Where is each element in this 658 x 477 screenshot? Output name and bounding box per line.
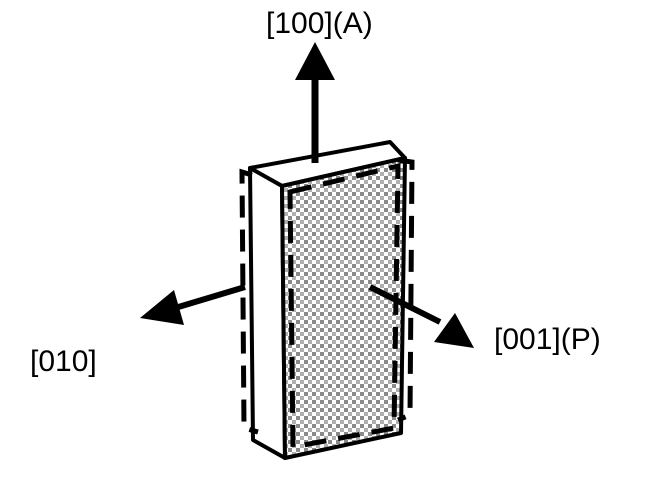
label-axis-100: [100](A) (266, 7, 373, 40)
arrow-001-head (434, 313, 474, 348)
slab-side-face (248, 166, 287, 460)
label-axis-010: [010] (30, 345, 97, 378)
label-axis-001: [001](P) (494, 323, 601, 356)
right-dashed-outline (397, 157, 415, 423)
front-face-dashed-outline (287, 162, 401, 451)
arrow-010-head (140, 290, 184, 325)
arrow-100-head (295, 42, 335, 80)
left-dashed-outline (239, 168, 259, 435)
slab-front-face (280, 156, 407, 460)
arrow-010-shaft (174, 284, 246, 311)
arrow-001-shaft (368, 284, 442, 325)
